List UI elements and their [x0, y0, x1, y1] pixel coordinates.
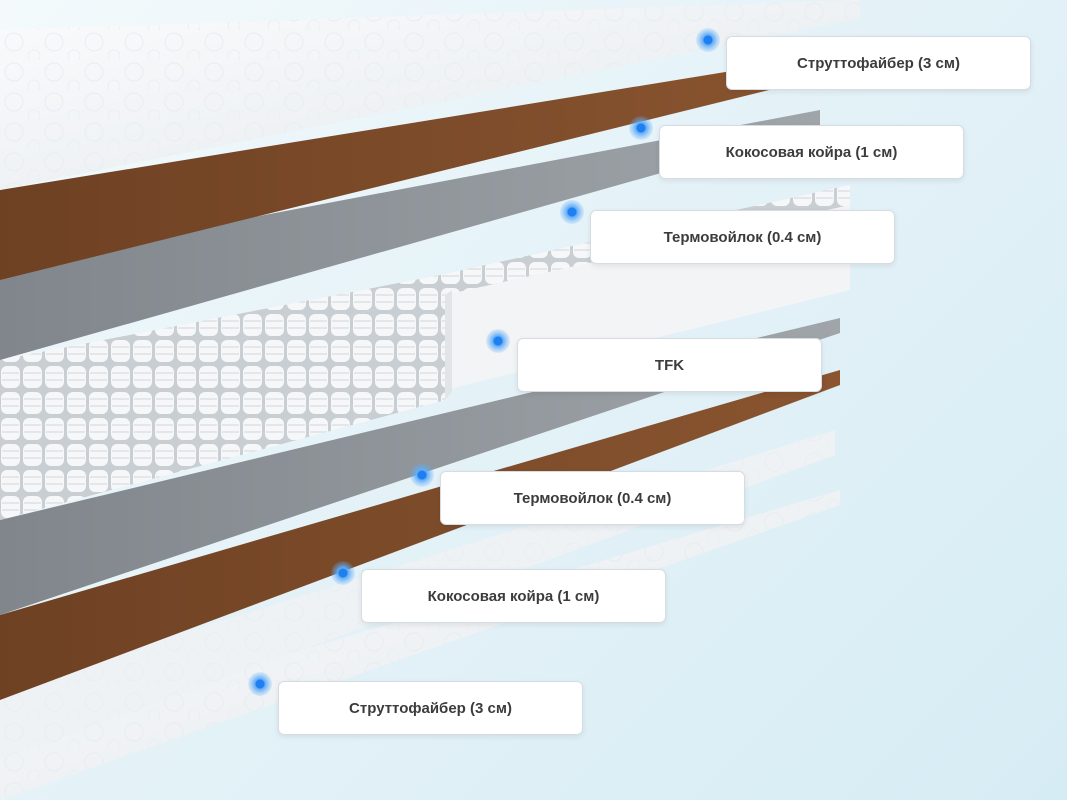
layer-label-bottom-coir: Кокосовая койра (1 см)	[361, 569, 666, 623]
layer-label-bottom-fiber: Струттофайбер (3 см)	[278, 681, 583, 735]
layer-marker-icon	[560, 200, 584, 224]
layer-label-top-fiber: Струттофайбер (3 см)	[726, 36, 1031, 90]
layer-marker-icon	[629, 116, 653, 140]
layer-label-top-coir: Кокосовая койра (1 см)	[659, 125, 964, 179]
layer-marker-icon	[331, 561, 355, 585]
layer-label-top-felt: Термовойлок (0.4 см)	[590, 210, 895, 264]
layer-marker-icon	[248, 672, 272, 696]
layer-marker-icon	[410, 463, 434, 487]
layer-marker-icon	[696, 28, 720, 52]
layer-label-spring-block: TFK	[517, 338, 822, 392]
layer-marker-icon	[486, 329, 510, 353]
layer-label-bottom-felt: Термовойлок (0.4 см)	[440, 471, 745, 525]
